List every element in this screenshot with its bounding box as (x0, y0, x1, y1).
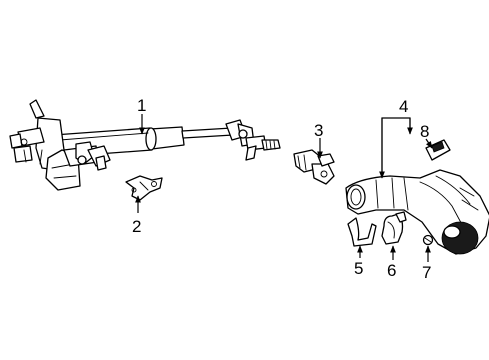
callout-5: 5 (354, 259, 363, 278)
steering-coupler (293, 149, 335, 185)
callout-labels: 1 2 3 4 5 6 7 8 (132, 96, 431, 282)
hose-clamp-large (381, 211, 407, 245)
hose-clamp-small (347, 217, 377, 247)
callout-4: 4 (399, 97, 408, 116)
fastener-screw (422, 234, 434, 246)
cover-clip (425, 139, 451, 161)
callout-7: 7 (422, 263, 431, 282)
column-cover-boot (345, 169, 489, 255)
callout-6: 6 (387, 261, 396, 280)
column-bracket (125, 175, 163, 201)
callout-2: 2 (132, 217, 141, 236)
steering-column-assembly (9, 99, 281, 191)
callout-1: 1 (137, 96, 146, 115)
callout-8: 8 (420, 122, 429, 141)
leader-lines (135, 114, 433, 262)
callout-3: 3 (314, 121, 323, 140)
